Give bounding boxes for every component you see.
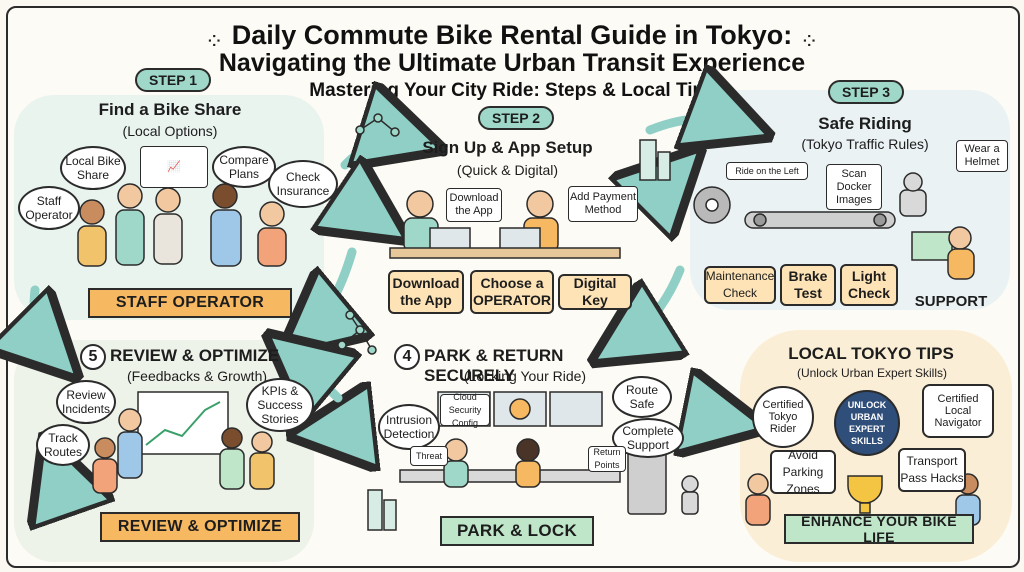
- screen-threat: Threat: [410, 446, 448, 466]
- growth-chart-icon: 📈: [140, 146, 208, 188]
- bubble-review-incidents: Review Incidents: [56, 380, 116, 424]
- card-transport-pass: Transport Pass Hacks: [898, 448, 966, 492]
- screen-download-app: Download the App: [446, 188, 502, 222]
- card-choose-operator: Choose a OPERATOR: [470, 270, 554, 314]
- step2-heading: Sign Up & App Setup: [422, 138, 593, 157]
- label-wear-helmet: Wear a Helmet: [956, 140, 1008, 172]
- tips-sub: (Unlock Urban Expert Skills): [796, 366, 948, 380]
- bubble-track-routes: Track Routes: [36, 424, 90, 466]
- tips-heading: LOCAL TOKYO TIPS: [788, 344, 954, 363]
- bubble-check-insurance: Check Insurance: [268, 160, 338, 208]
- tips-ribbon: ENHANCE YOUR BIKE LIFE: [784, 513, 974, 545]
- step5-heading: REVIEW & OPTIMIZE: [110, 346, 280, 365]
- badge-certified-navigator: Certified Local Navigator: [922, 384, 994, 438]
- bubble-kpis: KPIs & Success Stories: [246, 378, 314, 432]
- step3-pill: STEP 3: [828, 80, 904, 104]
- badge-certified-rider: Certified Tokyo Rider: [752, 386, 814, 448]
- bubble-route-safe: Route Safe: [612, 376, 672, 418]
- step2-pill: STEP 2: [478, 106, 554, 130]
- bubble-local-bike-share: Local Bike Share: [60, 146, 126, 190]
- step3-heading: Safe Riding: [818, 114, 912, 133]
- step5-sub: (Feedbacks & Growth): [126, 368, 268, 384]
- step4-number: 4: [394, 344, 420, 370]
- support-label: SUPPORT: [914, 293, 988, 310]
- label-ride-left: Ride on the Left: [726, 162, 808, 180]
- screen-return-points: Return Points: [588, 446, 626, 472]
- card-download-app: Download the App: [388, 270, 464, 314]
- step4-sub: (Locking Your Ride): [463, 368, 587, 384]
- card-digital-key: Digital Key: [558, 274, 632, 310]
- bubble-staff-operator: Staff Operator: [18, 186, 80, 230]
- card-brake-test: Brake Test: [780, 264, 836, 306]
- label-scan-docker: Scan Docker Images: [826, 164, 882, 210]
- step5-ribbon: REVIEW & OPTIMIZE: [100, 512, 300, 542]
- step1-pill: STEP 1: [135, 68, 211, 92]
- step4-ribbon: PARK & LOCK: [440, 516, 594, 546]
- badge-unlock-skills: UNLOCK URBAN EXPERT SKILLS: [834, 390, 900, 456]
- step2-sub: (Quick & Digital): [456, 162, 559, 178]
- card-avoid-parking: Avoid Parking Zones: [770, 448, 836, 496]
- sparkle-icon: ⁘: [205, 30, 224, 55]
- step3-sub: (Tokyo Traffic Rules): [801, 136, 929, 152]
- title-line1: Daily Commute Bike Rental Guide in Tokyo…: [231, 20, 793, 50]
- card-maintenance: Maintenance Check: [704, 266, 776, 304]
- step4-heading: PARK & RETURN SECURELY: [424, 346, 564, 385]
- card-light-check: Light Check: [840, 264, 898, 306]
- bubble-compare-plans: Compare Plans: [212, 146, 276, 188]
- sparkle-icon: ⁘: [800, 30, 819, 55]
- screen-cloud-security: Cloud Security Config: [440, 392, 490, 428]
- step1-heading: Find a Bike Share: [98, 100, 242, 119]
- step5-number: 5: [80, 344, 106, 370]
- step1-sub: (Local Options): [122, 123, 218, 139]
- step1-ribbon: STAFF OPERATOR: [88, 288, 292, 318]
- screen-add-payment: Add Payment Method: [568, 186, 638, 222]
- bubble-intrusion: Intrusion Detection: [378, 404, 440, 450]
